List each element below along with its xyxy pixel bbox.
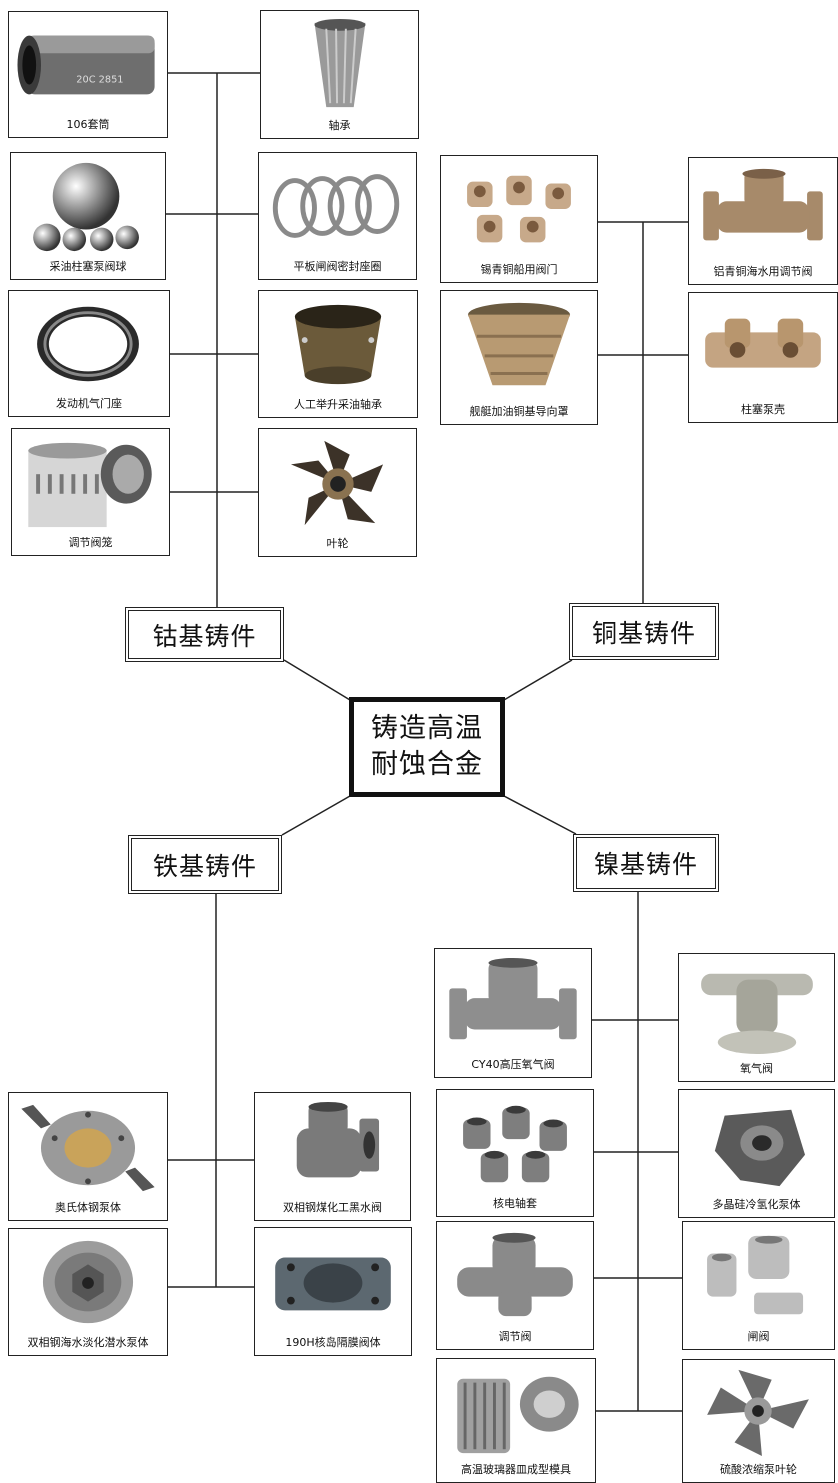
product-card-bearing: 轴承: [260, 10, 419, 139]
product-caption: 硫酸浓缩泵叶轮: [720, 1463, 797, 1476]
product-card-polysilicon-pump: 多晶硅冷氢化泵体: [678, 1089, 835, 1218]
gate-valve-image: [689, 1228, 828, 1325]
product-caption: 多晶硅冷氢化泵体: [712, 1198, 801, 1211]
valve-ball-image: [17, 159, 159, 255]
product-caption: 平板闸阀密封座圈: [293, 260, 382, 273]
product-caption: 轴承: [328, 119, 351, 132]
product-caption: 奥氏体钢泵体: [55, 1201, 121, 1214]
plunger-pump-case-image: [695, 299, 831, 398]
austenitic-pump-image: [15, 1099, 161, 1196]
glass-mold-image: [443, 1365, 589, 1458]
product-caption: 叶轮: [326, 537, 349, 550]
product-card-valve-ball: 采油柱塞泵阀球: [10, 152, 166, 280]
sulfuric-acid-impeller-image: [689, 1366, 828, 1458]
product-caption: 舰艇加油铜基导向罩: [469, 405, 569, 418]
oxygen-valve-image: [685, 960, 828, 1057]
center-title-box: 铸造高温 耐蚀合金: [349, 697, 505, 797]
center-title-line2: 耐蚀合金: [371, 749, 483, 780]
product-caption: 人工举升采油轴承: [294, 398, 382, 411]
product-card-al-bronze-valve: 铝青铜海水用调节阀: [688, 157, 838, 285]
product-caption: CY40高压氧气阀: [471, 1058, 555, 1071]
product-card-valve-cage: 调节阀笼: [11, 428, 170, 556]
product-card-tin-bronze-valve: 锡青铜船用阀门: [440, 155, 598, 283]
product-card-impeller: 叶轮: [258, 428, 417, 557]
product-caption: 柱塞泵壳: [741, 403, 785, 416]
product-caption: 调节阀: [498, 1330, 532, 1343]
seal-ring-image: [265, 159, 410, 255]
product-caption: 调节阀笼: [68, 536, 113, 549]
product-card-seal-ring: 平板闸阀密封座圈: [258, 152, 417, 280]
category-cobalt: 钴基铸件: [125, 607, 284, 662]
valve-seat-image: [15, 297, 163, 392]
sleeve-image: 20C 2851: [15, 18, 161, 113]
product-caption: 190H核岛隔膜阀体: [285, 1336, 381, 1349]
product-card-nuclear-bushing: 核电轴套: [436, 1089, 594, 1217]
product-card-regulating-valve: 调节阀: [436, 1221, 594, 1350]
product-card-diaphragm-valve: 190H核岛隔膜阀体: [254, 1227, 412, 1356]
category-nickel: 镍基铸件: [573, 834, 719, 892]
product-caption: 采油柱塞泵阀球: [49, 260, 127, 273]
regulating-valve-image: [443, 1228, 587, 1325]
nuclear-bushing-image: [443, 1096, 587, 1192]
product-card-black-water-valve: 双相钢煤化工黑水阀: [254, 1092, 411, 1221]
guide-cover-image: [447, 297, 591, 400]
product-caption: 发动机气门座: [56, 397, 122, 410]
product-caption: 106套筒: [66, 118, 110, 131]
black-water-valve-image: [261, 1099, 404, 1196]
product-card-submersible-pump: 双相钢海水淡化潜水泵体: [8, 1228, 168, 1356]
tin-bronze-valve-image: [447, 162, 591, 258]
product-card-sleeve: 20C 2851 106套筒: [8, 11, 168, 138]
product-card-austenitic-pump: 奥氏体钢泵体: [8, 1092, 168, 1221]
product-caption: 核电轴套: [493, 1197, 537, 1210]
product-caption: 高温玻璃器皿成型模具: [461, 1463, 571, 1476]
product-card-oxygen-valve: 氧气阀: [678, 953, 835, 1082]
product-caption: 铝青铜海水用调节阀: [713, 265, 813, 278]
product-card-gate-valve: 闸阀: [682, 1221, 835, 1350]
lift-bearing-image: [265, 297, 411, 393]
product-card-glass-mold: 高温玻璃器皿成型模具: [436, 1358, 596, 1483]
product-caption: 锡青铜船用阀门: [480, 263, 558, 276]
product-caption: 氧气阀: [740, 1062, 773, 1075]
valve-cage-image: [18, 435, 163, 531]
product-caption: 双相钢海水淡化潜水泵体: [27, 1336, 149, 1349]
product-card-guide-cover: 舰艇加油铜基导向罩: [440, 290, 598, 425]
sleeve-engraving: 20C 2851: [76, 75, 123, 86]
product-card-lift-bearing: 人工举升采油轴承: [258, 290, 418, 418]
product-card-plunger-pump-case: 柱塞泵壳: [688, 292, 838, 423]
product-card-valve-seat: 发动机气门座: [8, 290, 170, 417]
polysilicon-pump-image: [685, 1096, 828, 1193]
al-bronze-valve-image: [695, 164, 831, 260]
submersible-pump-image: [15, 1235, 161, 1331]
product-caption: 闸阀: [747, 1330, 770, 1343]
cy40-oxygen-valve-image: [441, 955, 585, 1053]
product-card-cy40-oxygen-valve: CY40高压氧气阀: [434, 948, 592, 1078]
category-copper: 铜基铸件: [569, 603, 719, 660]
bearing-image: [267, 17, 412, 114]
product-caption: 双相钢煤化工黑水阀: [283, 1201, 382, 1214]
impeller-image: [265, 435, 410, 532]
diaphragm-valve-image: [261, 1234, 405, 1331]
product-card-sulfuric-acid-impeller: 硫酸浓缩泵叶轮: [682, 1359, 835, 1483]
center-title-line1: 铸造高温: [371, 713, 483, 744]
category-iron: 铁基铸件: [128, 835, 282, 894]
